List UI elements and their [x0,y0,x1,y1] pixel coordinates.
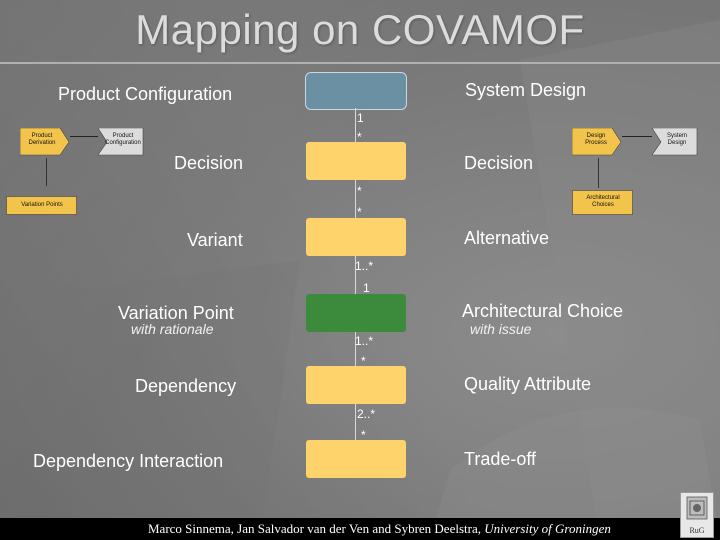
connector-line [355,108,356,142]
design-process-shape [572,128,622,156]
alternative-label: Alternative [464,228,550,248]
university-logo: RuG [680,492,714,538]
connector-line [355,180,356,218]
title-divider [0,62,720,64]
dependency-box [306,366,406,404]
flow-connector [46,158,47,186]
footer-credit: Marco Sinnema, Jan Salvador van der Ven … [148,521,611,537]
design-process-label: Design Process [585,133,607,146]
connector-line [355,332,356,366]
multiplicity: 1 [363,281,370,295]
footer-bar [0,518,720,540]
footer-affiliation: University of Groningen [484,521,611,536]
variation-points-shape [6,196,77,215]
product-configuration-label: Product Configuration [105,133,141,146]
root-box [305,72,407,110]
multiplicity: 1 [357,111,364,125]
dependency-label: Dependency [135,376,237,396]
quality-attribute-label: Quality Attribute [464,374,592,394]
architectural-choice-label: Architectural Choice [462,301,624,321]
flow-connector [598,158,599,188]
architectural-choices-shape [572,190,633,215]
multiplicity: 2..* [357,407,376,421]
decision-box [306,142,406,180]
flow-arrow [622,136,652,137]
multiplicity: 1..* [355,259,374,273]
connector-line [355,404,356,440]
left-decision-label: Decision [174,153,244,173]
multiplicity: * [357,205,362,219]
footer-authors: Marco Sinnema, Jan Salvador van der Ven … [148,521,485,536]
multiplicity: * [357,184,362,198]
dependency-interaction-box [306,440,406,478]
variant-box [306,218,406,256]
product-derivation-shape [20,128,70,156]
variation-point-label: Variation Point [118,303,234,323]
slide-title: Mapping on COVAMOF [135,6,585,53]
variation-points-label: Variation Points [21,202,63,208]
system-design-label: System Design [666,133,687,146]
multiplicity: * [361,428,366,442]
product-configuration-shape [98,128,144,156]
variant-label: Variant [187,230,243,250]
system-design-shape [652,128,698,156]
architectural-choice-sublabel: with issue [470,321,532,337]
trade-off-label: Trade-off [464,449,537,469]
architectural-choices-label: Architectural Choices [586,195,620,208]
left-heading: Product Configuration [58,84,233,104]
multiplicity: * [361,354,366,368]
multiplicity: 1..* [355,334,374,348]
logo-letters: RuG [689,526,705,535]
variation-point-sublabel: with rationale [131,321,214,337]
right-heading: System Design [465,80,587,100]
crest-icon [686,496,708,520]
connector-line [355,256,356,294]
variation-point-box [306,294,406,332]
multiplicity: * [357,130,362,144]
dependency-interaction-label: Dependency Interaction [33,451,224,471]
flow-arrow [70,136,98,137]
right-decision-label: Decision [464,153,534,173]
product-derivation-label: Product Derivation [28,133,56,146]
